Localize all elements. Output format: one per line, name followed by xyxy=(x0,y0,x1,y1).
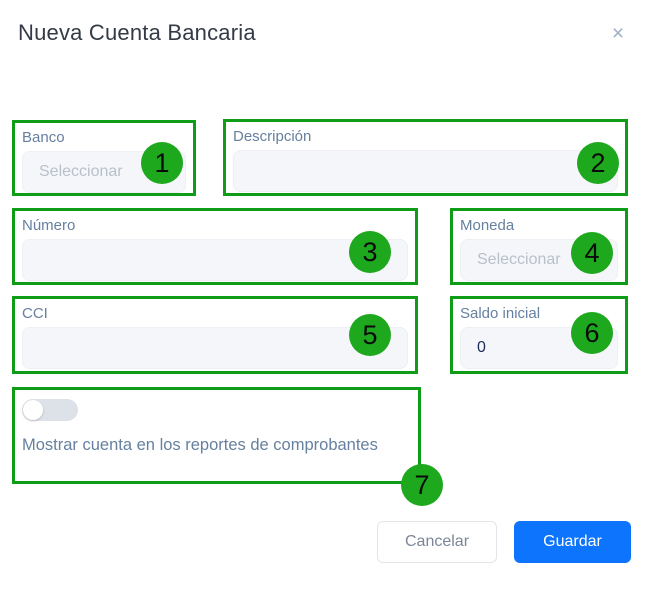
numero-label: Número xyxy=(22,217,76,234)
mostrar-cuenta-toggle[interactable] xyxy=(22,399,78,421)
annotation-marker-5: 5 xyxy=(349,314,391,356)
annotation-marker-1: 1 xyxy=(141,142,183,184)
annotation-marker-6: 6 xyxy=(571,312,613,354)
cci-label: CCI xyxy=(22,305,48,322)
page-title: Nueva Cuenta Bancaria xyxy=(18,20,256,45)
annotation-marker-4: 4 xyxy=(571,232,613,274)
mostrar-cuenta-label: Mostrar cuenta en los reportes de compro… xyxy=(22,436,378,454)
annotation-marker-7: 7 xyxy=(401,464,443,506)
descripcion-field-group: Descripción xyxy=(223,119,628,196)
saldo-inicial-label: Saldo inicial xyxy=(460,305,541,322)
banco-label: Banco xyxy=(22,129,65,146)
numero-input[interactable] xyxy=(22,239,408,281)
cci-field-group: CCI xyxy=(12,296,418,374)
descripcion-input[interactable] xyxy=(233,150,618,192)
save-button[interactable]: Guardar xyxy=(514,521,631,563)
annotation-marker-2: 2 xyxy=(577,142,619,184)
close-icon[interactable]: × xyxy=(611,22,625,45)
numero-field-group: Número xyxy=(12,208,418,285)
annotation-marker-3: 3 xyxy=(349,231,391,273)
moneda-label: Moneda xyxy=(460,217,515,234)
cancel-button[interactable]: Cancelar xyxy=(377,521,497,563)
cci-input[interactable] xyxy=(22,327,408,369)
toggle-knob xyxy=(23,400,43,420)
descripcion-label: Descripción xyxy=(233,128,312,145)
mostrar-cuenta-field-group: Mostrar cuenta en los reportes de compro… xyxy=(12,387,421,484)
